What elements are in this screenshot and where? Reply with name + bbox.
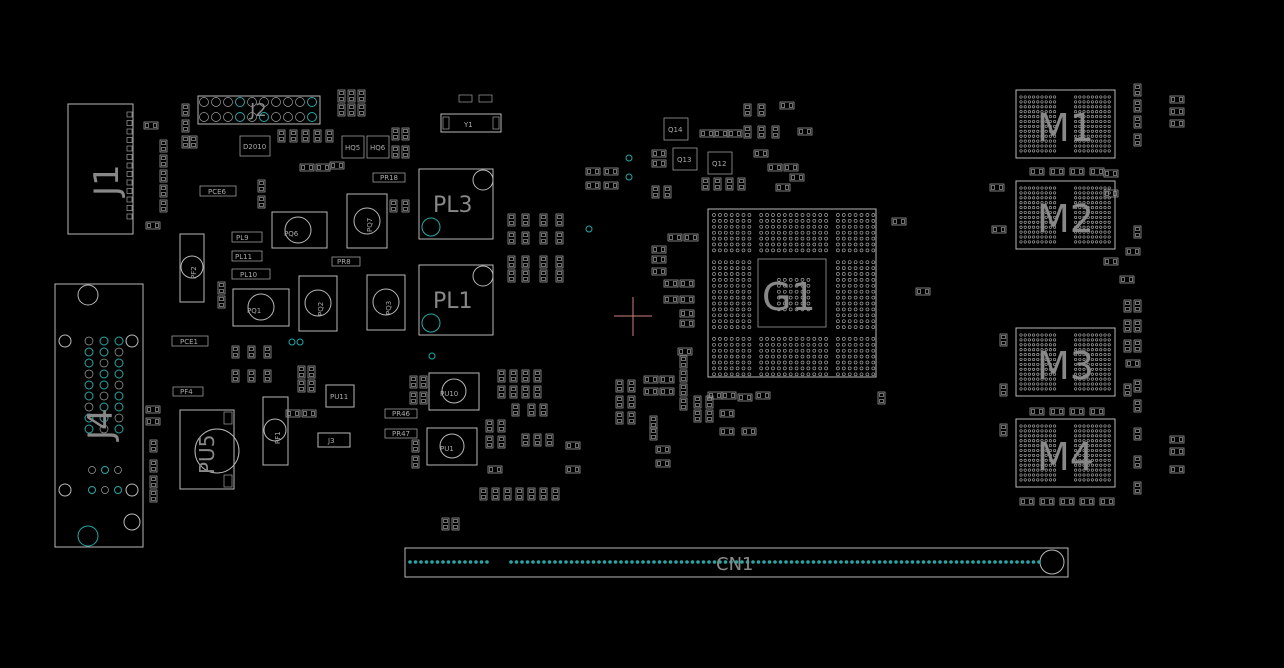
- transistor-pq7[interactable]: PQ7: [346, 193, 388, 249]
- pq6-label: PQ6: [284, 230, 299, 238]
- j4-label: J4: [81, 408, 121, 442]
- m2-label: M2: [1037, 197, 1094, 241]
- q13-label: Q13: [677, 156, 691, 164]
- m3-label: M3: [1037, 344, 1094, 388]
- pl1-label: PL1: [433, 289, 473, 314]
- transistor-pq3[interactable]: PQ3: [366, 274, 406, 331]
- crosshair-cursor-icon: [614, 297, 652, 336]
- m4-label: M4: [1037, 435, 1094, 479]
- pu11-label: PU11: [330, 393, 348, 401]
- ic-pu11[interactable]: PU11: [325, 384, 355, 408]
- ic-pu5[interactable]: PU5: [179, 409, 240, 490]
- pl10-label: PL10: [240, 271, 257, 279]
- pf1-label: PF1: [274, 431, 282, 444]
- y1-label: Y1: [463, 121, 473, 129]
- j2-label: J2: [249, 100, 267, 121]
- connector-j2[interactable]: J2: [197, 95, 321, 125]
- d2010-label: D2010: [243, 143, 266, 151]
- connector-j3[interactable]: J3: [317, 432, 351, 448]
- q14-label: Q14: [668, 126, 683, 134]
- small-labels: D2010 HQ5 HQ6 PCE6 PCE1 PL9 PL11 PL10 PR…: [171, 117, 733, 439]
- fuse-pf2[interactable]: PF2: [179, 233, 205, 303]
- memory-m4[interactable]: M4: [1015, 418, 1116, 488]
- g1-label: G1: [762, 275, 816, 319]
- j1-label: J1: [87, 164, 127, 198]
- pq2-label: PQ2: [317, 302, 325, 316]
- memory-m2[interactable]: M2: [1015, 180, 1116, 250]
- memory-m3[interactable]: M3: [1015, 327, 1116, 397]
- crystal-y1[interactable]: Y1: [440, 94, 502, 133]
- pq7-label: PQ7: [366, 218, 374, 232]
- fuse-pf1[interactable]: PF1: [262, 396, 289, 466]
- pq1-label: PQ1: [247, 307, 261, 315]
- pu10-label: PU10: [440, 390, 458, 398]
- inductor-pl3[interactable]: PL3: [418, 168, 494, 240]
- pr46-label: PR46: [392, 410, 411, 418]
- pce1-label: PCE1: [180, 338, 198, 346]
- memory-m1[interactable]: M1: [1015, 89, 1116, 159]
- connector-j1[interactable]: J1: [67, 103, 134, 235]
- pu1-label: PU1: [440, 445, 454, 453]
- bga-g1[interactable]: G1: [707, 208, 877, 378]
- pr47-label: PR47: [392, 430, 410, 438]
- cn1-label: CN1: [716, 554, 754, 575]
- ic-pu10[interactable]: PU10: [428, 372, 480, 411]
- pu5-label: PU5: [195, 435, 219, 474]
- pl11-label: PL11: [235, 253, 252, 261]
- pf4-label: PF4: [180, 388, 193, 396]
- connector-cn1[interactable]: CN1: [404, 547, 1069, 578]
- pr8-label: PR8: [337, 258, 351, 266]
- inductor-pl1[interactable]: PL1: [418, 264, 494, 336]
- pce6-label: PCE6: [208, 188, 227, 196]
- pf2-label: PF2: [190, 266, 198, 279]
- hq6-label: HQ6: [370, 144, 386, 152]
- hq5-label: HQ5: [345, 144, 360, 152]
- m1-label: M1: [1037, 106, 1094, 150]
- passive-components: [143, 83, 1185, 531]
- transistor-pq2[interactable]: PQ2: [298, 275, 338, 332]
- transistor-pq6[interactable]: PQ6: [271, 211, 328, 249]
- pl3-label: PL3: [433, 193, 473, 218]
- j3-label: J3: [327, 437, 335, 445]
- q12-label: Q12: [712, 160, 726, 168]
- ic-pu1[interactable]: PU1: [426, 427, 478, 466]
- transistor-pq1[interactable]: PQ1: [232, 288, 290, 327]
- pq3-label: PQ3: [385, 301, 393, 315]
- connector-j4[interactable]: J4: [54, 283, 144, 548]
- pl9-label: PL9: [236, 234, 249, 242]
- pr18-label: PR18: [380, 174, 398, 182]
